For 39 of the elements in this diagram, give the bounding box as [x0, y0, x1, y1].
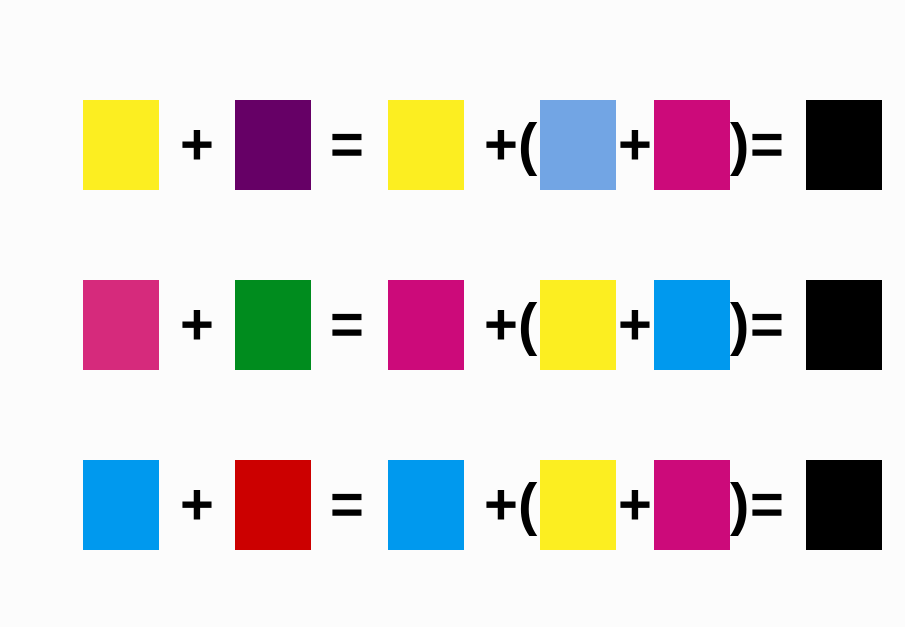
color-swatch: [540, 100, 616, 190]
math-symbol: =: [330, 116, 364, 174]
math-symbol: ): [730, 476, 750, 534]
color-swatch: [235, 280, 311, 370]
color-swatch: [83, 460, 159, 550]
math-symbol: +: [180, 296, 214, 354]
math-symbol: (: [518, 116, 538, 174]
math-symbol: +: [484, 116, 518, 174]
color-swatch: [654, 280, 730, 370]
math-symbol: +: [180, 116, 214, 174]
math-symbol: +: [618, 476, 652, 534]
math-symbol: ): [730, 116, 750, 174]
math-symbol: +: [484, 476, 518, 534]
math-symbol: (: [518, 296, 538, 354]
color-swatch: [540, 460, 616, 550]
color-swatch: [388, 280, 464, 370]
color-swatch: [806, 100, 882, 190]
math-symbol: =: [330, 476, 364, 534]
math-symbol: +: [180, 476, 214, 534]
color-swatch: [83, 100, 159, 190]
math-symbol: (: [518, 476, 538, 534]
math-symbol: =: [750, 296, 784, 354]
math-symbol: =: [330, 296, 364, 354]
math-symbol: +: [618, 296, 652, 354]
color-swatch: [388, 100, 464, 190]
color-swatch: [235, 100, 311, 190]
math-symbol: =: [750, 116, 784, 174]
math-symbol: ): [730, 296, 750, 354]
color-swatch: [83, 280, 159, 370]
color-swatch: [654, 100, 730, 190]
math-symbol: +: [484, 296, 518, 354]
color-swatch: [806, 460, 882, 550]
color-swatch: [388, 460, 464, 550]
math-symbol: +: [618, 116, 652, 174]
color-swatch: [235, 460, 311, 550]
color-swatch: [654, 460, 730, 550]
math-symbol: =: [750, 476, 784, 534]
color-swatch: [806, 280, 882, 370]
color-swatch: [540, 280, 616, 370]
